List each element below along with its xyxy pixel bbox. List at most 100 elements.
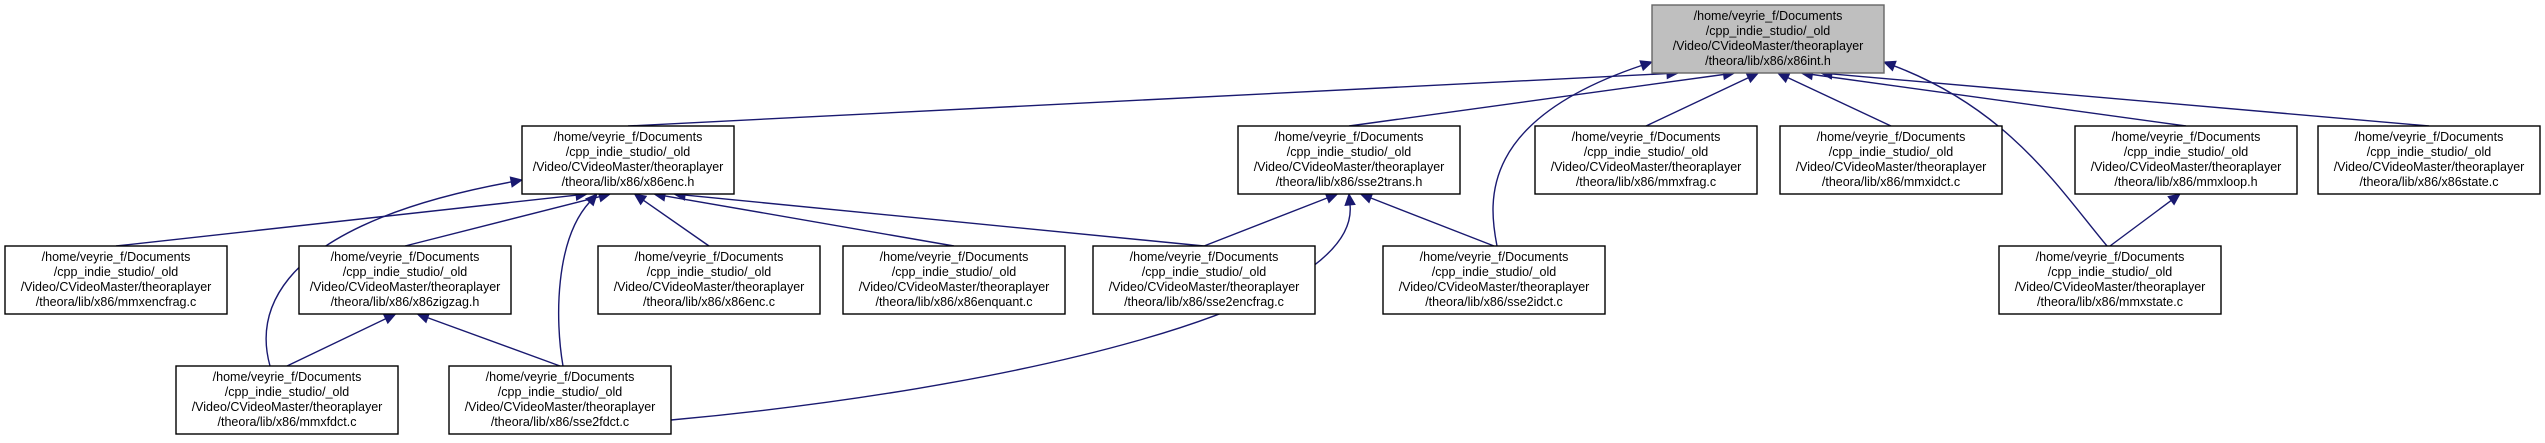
edge-line	[115, 194, 577, 247]
node-label-line: /home/veyrie_f/Documents	[1420, 250, 1569, 264]
node-box	[842, 245, 1066, 315]
node-label-line: /Video/CVideoMaster/theoraplayer	[614, 280, 805, 294]
node-label-line: /cpp_indie_studio/_old	[1142, 265, 1266, 279]
file-node-mmxfrag-c[interactable]: /home/veyrie_f/Documents/cpp_indie_studi…	[1534, 125, 1758, 195]
file-node-sse2idct-c[interactable]: /home/veyrie_f/Documents/cpp_indie_studi…	[1382, 245, 1606, 315]
edge-line	[684, 194, 1205, 247]
node-box	[1779, 125, 2003, 195]
file-node-x86int[interactable]: /home/veyrie_f/Documents/cpp_indie_studi…	[1651, 4, 1885, 74]
node-box	[1092, 245, 1316, 315]
edge-line	[1492, 64, 1642, 247]
node-label-line: /Video/CVideoMaster/theoraplayer	[2091, 160, 2282, 174]
node-label-line: /theora/lib/x86/mmxstate.c	[2037, 295, 2183, 309]
node-box	[2317, 125, 2541, 195]
file-node-x86enc-h[interactable]: /home/veyrie_f/Documents/cpp_indie_studi…	[521, 125, 735, 195]
node-box	[298, 245, 512, 315]
node-box	[175, 365, 399, 435]
edge-sse2fdct-c-to-x86enc-h	[558, 193, 598, 367]
node-label-line: /home/veyrie_f/Documents	[486, 370, 635, 384]
node-label-line: /cpp_indie_studio/_old	[1584, 145, 1708, 159]
node-box	[4, 245, 228, 315]
edge-x86enc-c-to-x86enc-h	[633, 193, 710, 247]
edge-mmxfrag-c-to-x86int	[1645, 72, 1760, 127]
file-node-sse2encfrag-c[interactable]: /home/veyrie_f/Documents/cpp_indie_studi…	[1092, 245, 1316, 315]
edge-line	[1645, 77, 1749, 127]
file-node-mmxloop-h[interactable]: /home/veyrie_f/Documents/cpp_indie_studi…	[2074, 125, 2298, 195]
node-label-line: /home/veyrie_f/Documents	[635, 250, 784, 264]
node-label-line: /theora/lib/x86/sse2idct.c	[1425, 295, 1563, 309]
node-box	[1998, 245, 2222, 315]
node-label-line: /Video/CVideoMaster/theoraplayer	[859, 280, 1050, 294]
node-label-line: /home/veyrie_f/Documents	[1817, 130, 1966, 144]
node-box	[1382, 245, 1606, 315]
edge-x86zigzag-h-to-x86enc-h	[404, 191, 612, 247]
node-label-line: /theora/lib/x86/x86int.h	[1705, 54, 1831, 68]
node-label-line: /Video/CVideoMaster/theoraplayer	[2334, 160, 2525, 174]
file-node-sse2trans-h[interactable]: /home/veyrie_f/Documents/cpp_indie_studi…	[1237, 125, 1461, 195]
edge-line	[1787, 77, 1892, 127]
node-label-line: /home/veyrie_f/Documents	[1275, 130, 1424, 144]
node-label-line: /home/veyrie_f/Documents	[1694, 9, 1843, 23]
node-box	[1534, 125, 1758, 195]
node-box	[597, 245, 821, 315]
node-label-line: /theora/lib/x86/sse2encfrag.c	[1124, 295, 1284, 309]
arrowhead	[1324, 192, 1339, 204]
file-node-x86enquant-c[interactable]: /home/veyrie_f/Documents/cpp_indie_studi…	[842, 245, 1066, 315]
file-node-mmxidct-c[interactable]: /home/veyrie_f/Documents/cpp_indie_studi…	[1779, 125, 2003, 195]
file-node-x86zigzag-h[interactable]: /home/veyrie_f/Documents/cpp_indie_studi…	[298, 245, 512, 315]
node-label-line: /cpp_indie_studio/_old	[1432, 265, 1556, 279]
node-label-line: /home/veyrie_f/Documents	[213, 370, 362, 384]
node-label-line: /theora/lib/x86/sse2fdct.c	[491, 415, 629, 429]
node-label-line: /home/veyrie_f/Documents	[42, 250, 191, 264]
node-label-line: /Video/CVideoMaster/theoraplayer	[1109, 280, 1300, 294]
file-node-mmxencfrag-c[interactable]: /home/veyrie_f/Documents/cpp_indie_studi…	[4, 245, 228, 315]
edge-line	[1894, 65, 2108, 247]
file-node-sse2fdct-c[interactable]: /home/veyrie_f/Documents/cpp_indie_studi…	[448, 365, 672, 435]
file-node-mmxfdct-c[interactable]: /home/veyrie_f/Documents/cpp_indie_studi…	[175, 365, 399, 435]
edge-line	[1370, 197, 1495, 247]
node-label-line: /theora/lib/x86/x86enc.h	[562, 175, 695, 189]
file-nodes: /home/veyrie_f/Documents/cpp_indie_studi…	[4, 4, 2541, 435]
node-label-line: /cpp_indie_studio/_old	[1706, 24, 1830, 38]
node-label-line: /cpp_indie_studio/_old	[343, 265, 467, 279]
node-box	[1651, 4, 1885, 74]
edge-line	[404, 196, 600, 247]
node-label-line: /theora/lib/x86/sse2trans.h	[1276, 175, 1423, 189]
edge-line	[1203, 197, 1328, 247]
node-box	[521, 125, 735, 195]
arrowhead	[584, 193, 598, 207]
node-label-line: /theora/lib/x86/x86enquant.c	[875, 295, 1032, 309]
node-label-line: /Video/CVideoMaster/theoraplayer	[465, 400, 656, 414]
arrowhead	[1344, 192, 1356, 206]
node-label-line: /theora/lib/x86/x86zigzag.h	[331, 295, 480, 309]
file-node-mmxstate-c[interactable]: /home/veyrie_f/Documents/cpp_indie_studi…	[1998, 245, 2222, 315]
node-label-line: /home/veyrie_f/Documents	[2355, 130, 2504, 144]
arrowhead	[1359, 192, 1374, 204]
edge-line	[286, 318, 386, 367]
edge-line	[427, 317, 561, 367]
node-label-line: /theora/lib/x86/mmxloop.h	[2114, 175, 2257, 189]
node-label-line: /Video/CVideoMaster/theoraplayer	[192, 400, 383, 414]
file-node-x86enc-c[interactable]: /home/veyrie_f/Documents/cpp_indie_studi…	[597, 245, 821, 315]
node-label-line: /home/veyrie_f/Documents	[2036, 250, 2185, 264]
node-label-line: /cpp_indie_studio/_old	[892, 265, 1016, 279]
edge-line	[1348, 73, 1724, 127]
node-label-line: /cpp_indie_studio/_old	[54, 265, 178, 279]
edge-line	[664, 195, 955, 247]
node-label-line: /home/veyrie_f/Documents	[880, 250, 1029, 264]
edge-mmxstate-c-to-mmxloop-h	[2109, 193, 2181, 247]
node-label-line: /home/veyrie_f/Documents	[1572, 130, 1721, 144]
node-box	[2074, 125, 2298, 195]
edge-line	[558, 201, 591, 367]
node-label-line: /Video/CVideoMaster/theoraplayer	[310, 280, 501, 294]
node-label-line: /Video/CVideoMaster/theoraplayer	[1551, 160, 1742, 174]
file-node-x86state-c[interactable]: /home/veyrie_f/Documents/cpp_indie_studi…	[2317, 125, 2541, 195]
node-label-line: /cpp_indie_studio/_old	[566, 145, 690, 159]
node-label-line: /theora/lib/x86/mmxfrag.c	[1576, 175, 1716, 189]
edge-mmxfdct-c-to-x86zigzag-h	[286, 313, 397, 367]
node-label-line: /theora/lib/x86/mmxfdct.c	[218, 415, 357, 429]
node-label-line: /Video/CVideoMaster/theoraplayer	[1254, 160, 1445, 174]
edge-sse2idct-c-to-sse2trans-h	[1359, 192, 1495, 247]
node-label-line: /cpp_indie_studio/_old	[1287, 145, 1411, 159]
arrowhead	[1639, 60, 1654, 72]
